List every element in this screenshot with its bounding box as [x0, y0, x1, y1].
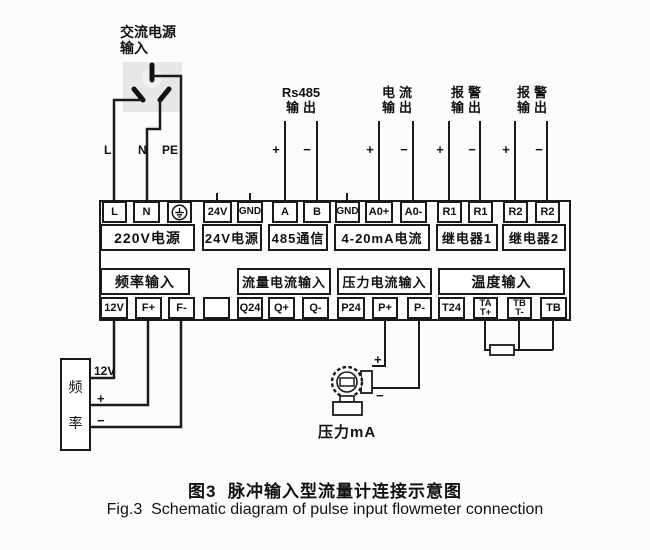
terminal-24V: 24V — [203, 201, 232, 223]
group-420ma-current: 4-20mA电流 — [334, 224, 430, 251]
freq-minus-label: − — [97, 413, 105, 428]
wire-L — [112, 98, 143, 202]
terminal-Pplus: P+ — [372, 297, 398, 319]
wire-freq-12v — [91, 319, 116, 380]
group-pressure-current-input: 压力电流输入 — [337, 268, 432, 295]
alarm2-minus: − — [535, 142, 543, 157]
pressure-plus-label: + — [374, 352, 382, 367]
rs485-minus: − — [303, 142, 311, 157]
alarm1-output-line2: 输出 — [450, 100, 485, 115]
transmitter-display — [339, 377, 355, 387]
wire-pressure-plus — [372, 319, 386, 367]
terminal-TB: TB — [540, 297, 567, 319]
terminal-12V: 12V — [100, 297, 128, 319]
terminal-R1-a: R1 — [437, 201, 462, 223]
terminal-Fplus: F+ — [135, 297, 162, 319]
terminal-A0plus: A0+ — [365, 201, 393, 223]
terminal-Fminus: F- — [168, 297, 195, 319]
wire-PE — [152, 74, 183, 202]
terminal-earth — [167, 201, 192, 223]
ac-socket-symbol — [123, 62, 182, 112]
group-flow-current-input: 流量电流输入 — [237, 268, 331, 295]
wire-pressure-minus — [372, 319, 420, 389]
alarm1-output-label: 报警 输出 — [430, 85, 502, 115]
frequency-char-1: 频 — [68, 378, 83, 395]
terminal-TB-Tminus: TB T- — [507, 297, 532, 319]
terminal-GND-1: GND — [237, 201, 263, 223]
alarm2-output-line1: 报警 — [516, 85, 551, 100]
group-frequency-input: 频率输入 — [100, 268, 190, 295]
terminal-T24: T24 — [438, 297, 465, 319]
figure-caption-en: Fig.3 Schematic diagram of pulse input f… — [106, 501, 544, 518]
group-24v-power: 24V电源 — [202, 224, 262, 251]
terminal-Qplus: Q+ — [268, 297, 295, 319]
terminal-B: B — [303, 201, 331, 223]
pressure-ma-label: 压力mA — [318, 424, 377, 441]
terminal-A: A — [272, 201, 298, 223]
ac-input-title-line1: 交流电源 — [120, 24, 176, 40]
alarm1-plus: + — [436, 142, 444, 157]
transmitter-base — [332, 401, 363, 416]
wire-N — [145, 100, 162, 202]
current-minus: − — [400, 142, 408, 157]
freq-12v-label: 12V — [94, 364, 116, 378]
terminal-Qminus: Q- — [302, 297, 329, 319]
rtd-resistor — [489, 344, 515, 356]
terminal-GND-2: GND — [335, 201, 360, 223]
ac-input-title-line2: 输入 — [120, 40, 148, 56]
socket-neutral-pin — [157, 86, 172, 103]
alarm2-output-line2: 输出 — [516, 100, 551, 115]
wire-freq-plus — [91, 319, 150, 407]
earth-ground-icon — [171, 204, 188, 220]
current-output-line1: 电流 — [381, 85, 416, 100]
alarm2-plus: + — [502, 142, 510, 157]
terminal-N: N — [133, 201, 160, 223]
label-L: L — [104, 143, 112, 157]
terminal-R2-a: R2 — [503, 201, 528, 223]
terminal-TA-Tplus: TA T+ — [473, 297, 498, 319]
group-485-comm: 485通信 — [268, 224, 328, 251]
pressure-transmitter-symbol — [330, 365, 373, 416]
label-N: N — [138, 143, 147, 157]
wire-freq-minus — [91, 319, 183, 429]
alarm1-output-line1: 报警 — [450, 85, 485, 100]
figure-caption-zh: 图3 脉冲输入型流量计连接示意图 — [188, 482, 462, 501]
alarm2-output-label: 报警 输出 — [496, 85, 568, 115]
label-PE: PE — [162, 143, 179, 157]
rs485-output-line1: Rs485 — [281, 85, 321, 100]
current-output-line2: 输出 — [381, 100, 416, 115]
current-output-label: 电流 输出 — [361, 85, 433, 115]
rs485-output-line2: 输出 — [285, 100, 320, 115]
wire-rtd-ta — [484, 319, 490, 351]
transmitter-terminal-block — [360, 370, 373, 394]
ac-input-title: 交流电源 输入 — [120, 24, 176, 56]
terminal-A0minus: A0- — [400, 201, 427, 223]
socket-live-pin — [131, 86, 146, 103]
group-relay1: 继电器1 — [436, 224, 498, 251]
group-temperature-input: 温度输入 — [438, 268, 565, 295]
terminal-Q24: Q24 — [237, 297, 263, 319]
terminal-L: L — [102, 201, 127, 223]
current-plus: + — [366, 142, 374, 157]
terminal-Pminus: P- — [407, 297, 432, 319]
frequency-source-box: 频 率 — [60, 358, 91, 451]
rs485-plus: + — [272, 142, 280, 157]
terminal-P24: P24 — [337, 297, 365, 319]
rs485-output-label: Rs485 输出 — [265, 85, 337, 115]
terminal-R2-b: R2 — [535, 201, 560, 223]
terminal-R1-b: R1 — [468, 201, 493, 223]
terminal-blank — [203, 297, 230, 319]
frequency-char-2: 率 — [68, 414, 83, 431]
freq-plus-label: + — [97, 391, 105, 406]
group-relay2: 继电器2 — [502, 224, 566, 251]
pressure-minus-label: − — [376, 388, 384, 403]
group-220v-power: 220V电源 — [100, 224, 195, 251]
alarm1-minus: − — [468, 142, 476, 157]
